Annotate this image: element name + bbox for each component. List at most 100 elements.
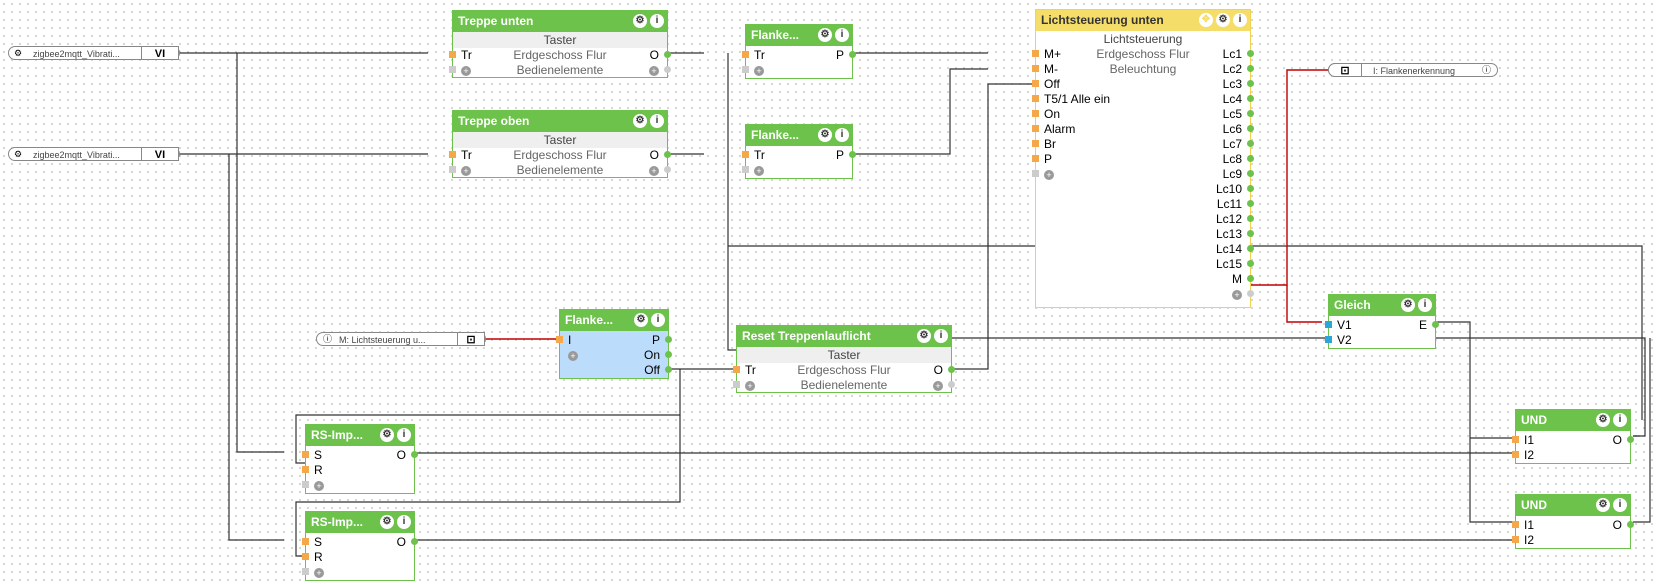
input-node-1[interactable]: ⚙ zigbee2mqtt_Vibrati... VI	[8, 46, 180, 60]
info-icon[interactable]: i	[1613, 413, 1627, 427]
input-pin[interactable]	[302, 538, 309, 545]
input-pin[interactable]	[1032, 95, 1039, 102]
output-pin[interactable]	[1247, 50, 1254, 57]
input-pin[interactable]	[733, 366, 740, 373]
output-pin[interactable]	[1247, 260, 1254, 267]
move-icon[interactable]: ✥	[1199, 13, 1213, 27]
gear-icon[interactable]: ⚙	[634, 313, 648, 327]
add-icon[interactable]: +	[314, 568, 324, 578]
input-pin[interactable]	[449, 151, 456, 158]
output-pin[interactable]	[1247, 170, 1254, 177]
output-pin[interactable]	[1247, 95, 1254, 102]
input-pin[interactable]	[302, 553, 309, 560]
input-pin[interactable]	[556, 336, 563, 343]
add-icon[interactable]: +	[754, 166, 764, 176]
info-icon[interactable]: i	[1418, 298, 1432, 312]
output-pin[interactable]	[411, 451, 418, 458]
input-pin[interactable]	[742, 166, 749, 173]
add-icon[interactable]: +	[1044, 170, 1054, 180]
output-pin[interactable]	[948, 366, 955, 373]
output-pin[interactable]	[1247, 290, 1254, 297]
gear-icon[interactable]: ⚙	[380, 428, 394, 442]
output-pin[interactable]	[665, 351, 672, 358]
input-pin[interactable]	[1032, 140, 1039, 147]
output-pin[interactable]	[1247, 65, 1254, 72]
output-pin[interactable]	[849, 51, 856, 58]
input-pin[interactable]	[449, 66, 456, 73]
info-icon[interactable]: i	[1613, 498, 1627, 512]
output-pin[interactable]	[1247, 230, 1254, 237]
input-pin[interactable]	[1032, 50, 1039, 57]
output-pin[interactable]	[664, 66, 671, 73]
output-ref-link-icon[interactable]: ⊡	[1328, 63, 1362, 77]
input-pin[interactable]	[1032, 110, 1039, 117]
output-pin[interactable]	[1627, 436, 1634, 443]
input-pin[interactable]	[1032, 170, 1039, 177]
memory-input-link-icon[interactable]: ⊡	[457, 332, 485, 346]
input-pin[interactable]	[449, 166, 456, 173]
gear-icon[interactable]: ⚙	[1596, 413, 1610, 427]
output-pin[interactable]	[1247, 125, 1254, 132]
output-pin[interactable]	[1432, 321, 1439, 328]
gear-icon[interactable]: ⚙	[380, 515, 394, 529]
output-pin[interactable]	[1247, 275, 1254, 282]
output-pin[interactable]	[1247, 155, 1254, 162]
info-icon[interactable]: i	[397, 428, 411, 442]
output-pin[interactable]	[665, 366, 672, 373]
input-pin[interactable]	[733, 381, 740, 388]
output-pin[interactable]	[948, 381, 955, 388]
input-pin[interactable]	[1512, 536, 1519, 543]
block-lichtsteuerung-unten[interactable]: Lichtsteuerung unten ✥⚙i Lichtsteuerung …	[1032, 9, 1254, 308]
add-icon[interactable]: +	[649, 66, 659, 76]
output-pin[interactable]	[664, 166, 671, 173]
output-pin[interactable]	[665, 336, 672, 343]
add-icon[interactable]: +	[568, 351, 578, 361]
add-icon[interactable]: +	[1232, 290, 1242, 300]
output-pin[interactable]	[411, 538, 418, 545]
gear-icon[interactable]: ⚙	[1216, 13, 1230, 27]
info-icon[interactable]: i	[650, 114, 664, 128]
add-icon[interactable]: +	[461, 166, 471, 176]
input-pin[interactable]	[1032, 80, 1039, 87]
input-pin[interactable]	[1032, 155, 1039, 162]
input-pin[interactable]	[742, 151, 749, 158]
add-icon[interactable]: +	[754, 66, 764, 76]
input-pin[interactable]	[742, 66, 749, 73]
gear-icon[interactable]: ⚙	[1401, 298, 1415, 312]
input-node-2[interactable]: ⚙ zigbee2mqtt_Vibrati... VI	[8, 147, 180, 161]
gear-icon[interactable]: ⚙	[1596, 498, 1610, 512]
output-pin[interactable]	[1627, 521, 1634, 528]
gear-icon[interactable]: ⚙	[633, 114, 647, 128]
input-pin[interactable]	[1325, 321, 1332, 328]
output-pin[interactable]	[1247, 245, 1254, 252]
gear-icon[interactable]: ⚙	[917, 329, 931, 343]
info-icon[interactable]: i	[835, 128, 849, 142]
info-icon[interactable]: i	[1233, 13, 1247, 27]
info-icon[interactable]: i	[934, 329, 948, 343]
input-pin[interactable]	[302, 481, 309, 488]
output-pin[interactable]	[1247, 80, 1254, 87]
add-icon[interactable]: +	[649, 166, 659, 176]
gear-icon[interactable]: ⚙	[818, 28, 832, 42]
input-pin[interactable]	[1512, 451, 1519, 458]
info-icon[interactable]: i	[651, 313, 665, 327]
info-icon[interactable]: i	[650, 14, 664, 28]
output-ref-node[interactable]: ⊡ I: Flankenerkennung ⓘ	[1328, 63, 1498, 77]
memory-input-node[interactable]: ⓘ M: Lichtsteuerung u... ⊡	[316, 332, 486, 346]
gear-icon[interactable]: ⚙	[818, 128, 832, 142]
info-icon[interactable]: i	[397, 515, 411, 529]
input-pin[interactable]	[449, 51, 456, 58]
add-icon[interactable]: +	[745, 381, 755, 391]
info-icon[interactable]: i	[835, 28, 849, 42]
output-pin[interactable]	[1247, 185, 1254, 192]
